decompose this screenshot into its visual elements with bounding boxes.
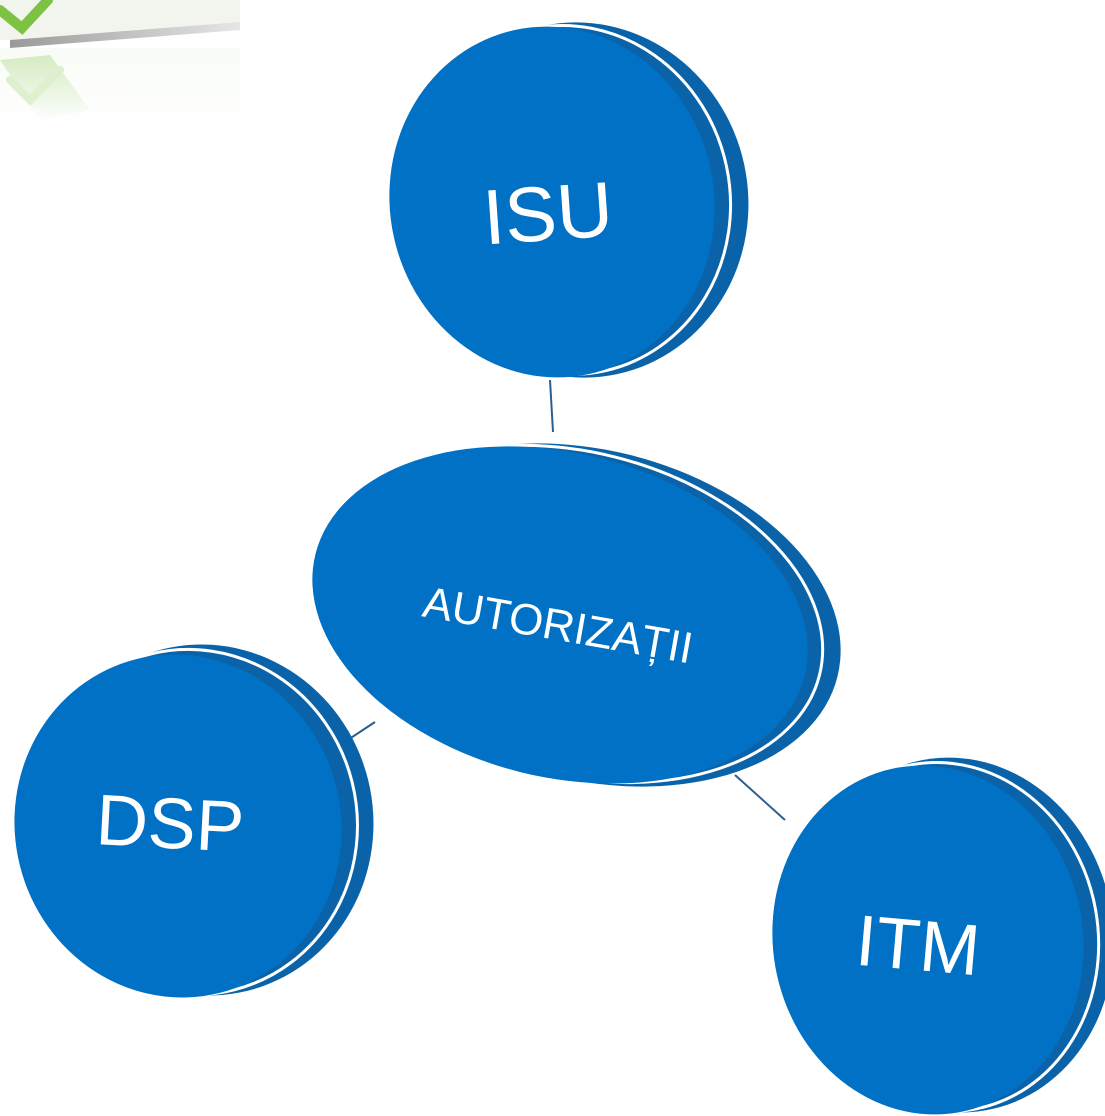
node-isu: ISU [389, 22, 749, 378]
node-isu-label: ISU [480, 165, 616, 262]
node-autorizatii: AUTORIZAȚII [312, 443, 841, 787]
node-itm: ITM [772, 757, 1105, 1115]
node-dsp: DSP [14, 644, 374, 998]
node-itm-label: ITM [853, 901, 983, 992]
connector-itm [734, 774, 786, 821]
node-dsp-label: DSP [94, 780, 246, 868]
green-checkmark-document-icon [0, 0, 240, 132]
connector-isu [549, 379, 554, 433]
